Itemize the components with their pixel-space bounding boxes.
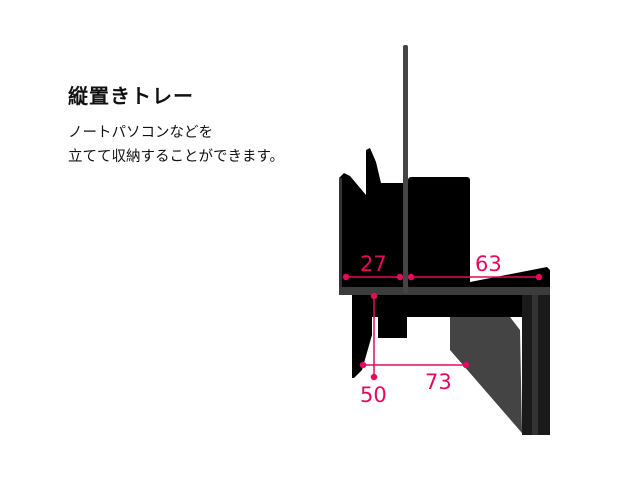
product-title: 縦置きトレー [68,84,194,108]
dimension-63: 63 [475,252,502,276]
left-wall-edge [339,178,342,292]
right-post-edge [532,295,538,435]
dimension-27: 27 [360,252,387,276]
left-leg [352,317,372,378]
tray-illustration [339,45,550,435]
description-line-2: 立てて収納することができます。 [68,149,285,165]
description-line-1: ノートパソコンなどを [68,125,213,141]
right-block [408,177,470,289]
product-description: ノートパソコンなどを 立てて収納することができます。 [68,121,284,169]
lower-body [352,295,522,317]
dimension-73: 73 [425,370,452,394]
left-compartment [339,148,404,289]
dimension-50: 50 [360,383,387,407]
slanted-plate [450,317,522,433]
right-slope [470,267,550,289]
dimension-lines [342,273,543,381]
divider-pole [403,45,408,293]
middle-block [378,317,407,338]
shelf-bar [339,287,550,295]
